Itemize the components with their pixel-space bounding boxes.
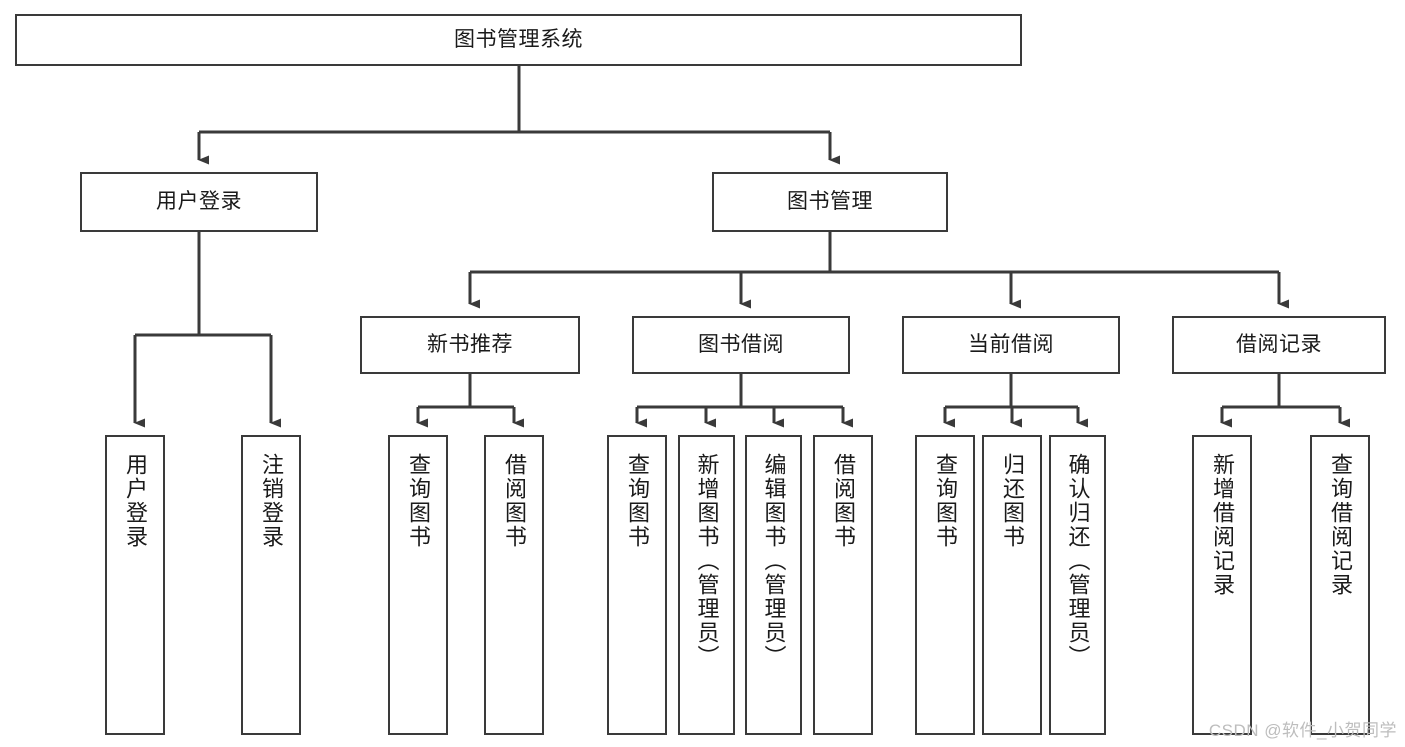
node-leaf-user-login[interactable]: 用户登录 <box>105 435 165 735</box>
node-leaf-borrow-book-1[interactable]: 借阅图书 <box>484 435 544 735</box>
node-leaf-query-record[interactable]: 查询借阅记录 <box>1310 435 1370 735</box>
node-leaf-user-login-label: 用户登录 <box>123 453 148 549</box>
node-leaf-add-record-label: 新增借阅记录 <box>1210 453 1235 597</box>
node-root[interactable]: 图书管理系统 <box>15 14 1022 66</box>
node-current-borrow[interactable]: 当前借阅 <box>902 316 1120 374</box>
csdn-watermark: CSDN @软件_小贺同学 <box>1208 721 1397 740</box>
node-leaf-confirm-return[interactable]: 确认归还（管理员） <box>1049 435 1106 735</box>
node-leaf-add-book-label: 新增图书（管理员） <box>694 453 720 669</box>
node-leaf-user-logout-label: 注销登录 <box>259 453 284 549</box>
node-leaf-return-book-label: 归还图书 <box>1000 453 1025 549</box>
node-leaf-add-record[interactable]: 新增借阅记录 <box>1192 435 1252 735</box>
node-leaf-query-book-2[interactable]: 查询图书 <box>607 435 667 735</box>
node-book-borrow-label: 图书借阅 <box>698 332 784 356</box>
node-leaf-borrow-book-1-label: 借阅图书 <box>502 453 527 549</box>
node-leaf-add-book[interactable]: 新增图书（管理员） <box>678 435 735 735</box>
node-new-book-rec-label: 新书推荐 <box>427 332 513 356</box>
node-user-login-label: 用户登录 <box>156 189 242 213</box>
node-leaf-query-book-3-label: 查询图书 <box>933 453 958 549</box>
node-leaf-borrow-book-2-label: 借阅图书 <box>831 453 856 549</box>
node-leaf-borrow-book-2[interactable]: 借阅图书 <box>813 435 873 735</box>
node-new-book-rec[interactable]: 新书推荐 <box>360 316 580 374</box>
node-leaf-query-record-label: 查询借阅记录 <box>1328 453 1353 597</box>
node-book-manage-label: 图书管理 <box>787 189 873 213</box>
node-leaf-edit-book-label: 编辑图书（管理员） <box>761 453 787 669</box>
node-leaf-user-logout[interactable]: 注销登录 <box>241 435 301 735</box>
node-leaf-confirm-return-label: 确认归还（管理员） <box>1065 453 1091 669</box>
node-book-borrow[interactable]: 图书借阅 <box>632 316 850 374</box>
node-borrow-record[interactable]: 借阅记录 <box>1172 316 1386 374</box>
node-root-label: 图书管理系统 <box>454 27 583 51</box>
node-leaf-query-book-1-label: 查询图书 <box>406 453 431 549</box>
node-book-manage[interactable]: 图书管理 <box>712 172 948 232</box>
node-leaf-query-book-1[interactable]: 查询图书 <box>388 435 448 735</box>
node-leaf-edit-book[interactable]: 编辑图书（管理员） <box>745 435 802 735</box>
node-leaf-query-book-2-label: 查询图书 <box>625 453 650 549</box>
node-borrow-record-label: 借阅记录 <box>1236 332 1322 356</box>
node-leaf-query-book-3[interactable]: 查询图书 <box>915 435 975 735</box>
node-leaf-return-book[interactable]: 归还图书 <box>982 435 1042 735</box>
node-current-borrow-label: 当前借阅 <box>968 332 1054 356</box>
node-user-login[interactable]: 用户登录 <box>80 172 318 232</box>
